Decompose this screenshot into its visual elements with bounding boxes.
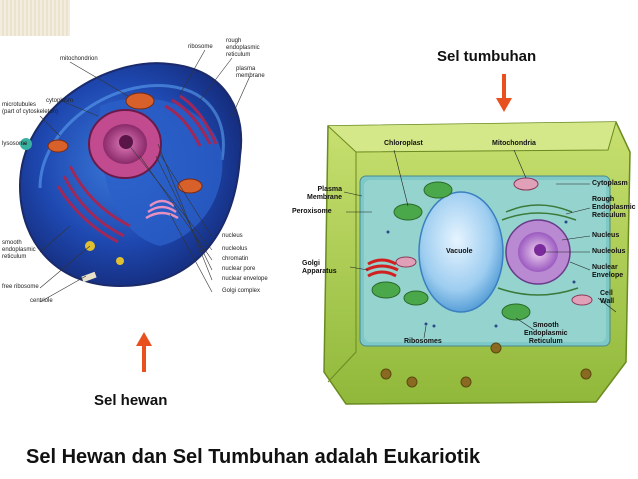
label-mitochondria: Mitochondria xyxy=(492,140,536,147)
label-rough-er-plant: Rough Endoplasmic Reticulum xyxy=(592,196,636,219)
label-ribosome: ribosome xyxy=(188,44,213,50)
animal-cell-diagram: ribosome rough endoplasmic reticulum mit… xyxy=(0,36,286,314)
label-vacuole: Vacuole xyxy=(446,248,473,255)
label-golgi-complex: Golgi complex xyxy=(222,288,261,294)
label-peroxisome: Peroxisome xyxy=(292,208,332,215)
label-smooth-er: smooth endoplasmic reticulum xyxy=(2,240,36,260)
label-nucleus: nucleus xyxy=(222,233,243,239)
label-microtubules: microtubules (part of cytoskeleton) xyxy=(2,102,59,115)
slide-title: Sel Hewan dan Sel Tumbuhan adalah Eukari… xyxy=(26,446,481,468)
plant-cell-illustration xyxy=(323,121,631,405)
label-centriole: centriole xyxy=(30,298,53,304)
label-plasma-membrane-plant: Plasma Membrane xyxy=(306,186,342,201)
animal-cell-illustration xyxy=(18,49,251,303)
label-free-ribosome: free ribosome xyxy=(2,284,39,290)
plant-cell-diagram: Chloroplast Mitochondria Cytoplasm Plasm… xyxy=(292,112,638,410)
label-nucleus-plant: Nucleus xyxy=(592,232,620,239)
label-nuclear-envelope: nuclear envelope xyxy=(222,276,268,282)
label-nuclear-pore: nuclear pore xyxy=(222,266,256,272)
label-cell-wall: Cell Wall xyxy=(600,290,615,305)
animal-cell-caption: Sel hewan xyxy=(94,392,168,409)
label-nucleolus: Nucleolus xyxy=(592,248,626,255)
label-plasma-membrane: plasma membrane xyxy=(236,66,265,79)
plant-cell-caption: Sel tumbuhan xyxy=(437,48,537,65)
decorative-stripe xyxy=(0,0,70,36)
label-ribosomes: Ribosomes xyxy=(404,338,442,345)
label-nuclear-envelope-plant: Nuclear Envelope xyxy=(592,264,624,279)
label-rough-er: rough endoplasmic reticulum xyxy=(226,38,260,58)
up-arrow-icon xyxy=(136,332,152,372)
label-mitochondrion: mitochondrion xyxy=(60,56,98,62)
label-chloroplast: Chloroplast xyxy=(384,140,423,147)
down-arrow-icon xyxy=(496,74,512,112)
label-lysosome: lysosome xyxy=(2,141,28,147)
label-cytoplasm-plant: Cytoplasm xyxy=(592,180,628,187)
label-cytoplasm: cytoplasm xyxy=(46,98,74,104)
label-chromatin: chromatin xyxy=(222,256,249,262)
label-smooth-er-plant: Smooth Endoplasmic Reticulum xyxy=(524,322,568,345)
label-golgi-apparatus: Golgi Apparatus xyxy=(302,260,337,275)
label-nucleolus: nucleolus xyxy=(222,246,248,252)
